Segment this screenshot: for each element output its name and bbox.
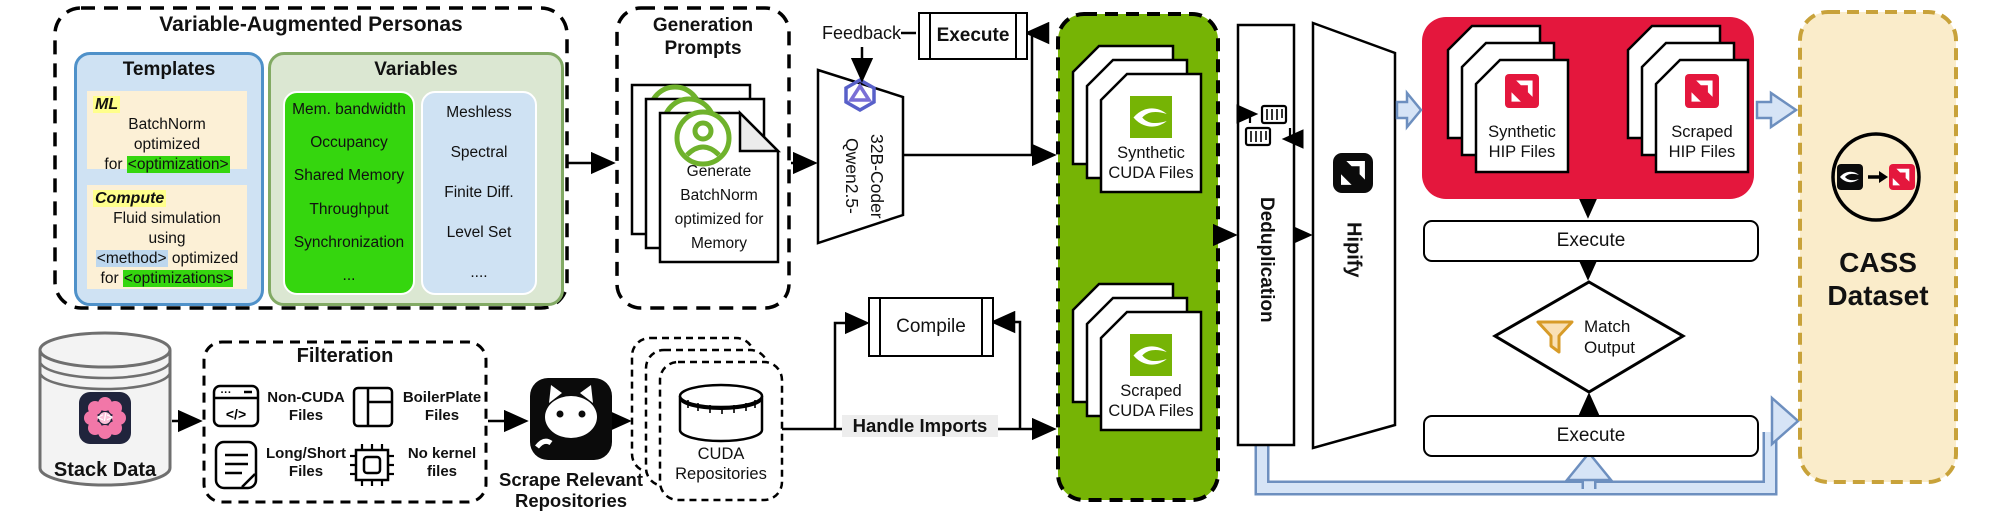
nvidia-logo-icon xyxy=(1130,334,1172,376)
template-tag-ml: ML xyxy=(93,96,121,113)
cass-box xyxy=(1798,10,1958,484)
band-arrowhead-cass xyxy=(1770,395,1800,447)
stack-code-glyph: </> xyxy=(97,412,113,424)
deduplication-label: Deduplication xyxy=(1256,197,1277,323)
arrow-hipify-to-hip xyxy=(1395,89,1423,131)
list-item: Finite Diff. xyxy=(444,184,514,201)
prompt-document-text: Generate BatchNorm optimized for Memory xyxy=(674,163,764,252)
qwen-model-label: Qwen2.5- 32B-Coder xyxy=(842,133,887,219)
hipify-label: Hipify xyxy=(1342,222,1365,278)
templates-title: Templates xyxy=(122,59,216,80)
match-output-diamond xyxy=(1492,280,1686,394)
amd-logo-icon xyxy=(1505,74,1539,108)
nvidia-logo-icon xyxy=(1130,96,1172,138)
template-card-compute: Compute Fluid simulation using <method> … xyxy=(87,185,247,289)
deduplication-box xyxy=(1236,23,1296,447)
synthetic-cuda-label: Synthetic CUDA Files xyxy=(1108,144,1194,182)
qwen-logo-icon xyxy=(844,77,876,113)
execute-label: Execute xyxy=(936,25,1010,46)
amd-logo-icon xyxy=(1685,74,1719,108)
execute-upper-box: Execute xyxy=(1423,220,1759,262)
cass-dataset-title: CASS Dataset xyxy=(1827,247,1929,311)
arrow-hip-to-cass xyxy=(1755,90,1799,130)
list-item: Level Set xyxy=(446,224,512,241)
scrape-repositories-label: Scrape Relevant Repositories xyxy=(499,469,643,511)
prompt-documents xyxy=(630,83,782,264)
no-kernel-files-icon xyxy=(350,444,394,486)
cuda-repositories-label: CUDA Repositories xyxy=(675,445,767,483)
compile-box: Compile xyxy=(868,297,994,357)
feedback-band xyxy=(1254,395,1800,496)
stack-data-database xyxy=(38,331,172,487)
scraped-hip-stack xyxy=(1626,24,1750,174)
variables-green-list: Mem. bandwidth Occupancy Shared Memory T… xyxy=(283,91,415,295)
list-item: Mem. bandwidth xyxy=(292,100,406,118)
funnel-icon xyxy=(1536,320,1574,354)
execute-label: Execute xyxy=(1556,230,1626,251)
handle-imports-label: Handle Imports xyxy=(842,415,998,437)
optimizations-placeholder: <optimizations> xyxy=(122,270,234,287)
variables-blue-list: Meshless Spectral Finite Diff. Level Set… xyxy=(421,91,537,295)
list-item: Occupancy xyxy=(310,133,388,151)
execute-label: Execute xyxy=(1556,425,1626,446)
cuda-repositories xyxy=(630,336,784,502)
filter-item-label: Non-CUDA Files xyxy=(267,389,345,424)
scraped-cuda-label: Scraped CUDA Files xyxy=(1108,382,1194,420)
page-fold xyxy=(738,109,782,153)
filteration-title: Filteration xyxy=(296,345,394,367)
list-item: Synchronization xyxy=(293,233,405,251)
flow-arrows xyxy=(1395,89,1799,131)
text: for xyxy=(104,156,127,173)
method-placeholder: <method> xyxy=(95,250,168,267)
cass-translate-icon xyxy=(1831,132,1921,222)
long-short-files-icon xyxy=(214,440,258,490)
template-card-ml: ML BatchNorm optimized for <optimization… xyxy=(87,91,247,173)
list-item: .... xyxy=(470,264,488,281)
list-item: Shared Memory xyxy=(293,167,405,185)
variables-panel: Variables Mem. bandwidth Occupancy Share… xyxy=(268,52,564,306)
compile-label: Compile xyxy=(896,316,966,337)
execute-lower-box: Execute xyxy=(1423,415,1759,457)
stack-data-label: Stack Data xyxy=(53,459,157,481)
hipify-shape xyxy=(1311,21,1397,450)
template-text: for <optimizations> xyxy=(93,269,241,289)
feedback-label: Feedback xyxy=(822,23,902,43)
filteration-box xyxy=(202,340,488,504)
filter-item-label: No kernel files xyxy=(407,445,477,480)
variables-title: Variables xyxy=(374,59,458,80)
template-text: BatchNorm optimized xyxy=(128,116,206,153)
list-item: Spectral xyxy=(450,144,508,161)
templates-panel: Templates ML BatchNorm optimized for <op… xyxy=(74,52,264,306)
filter-item-label: BoilerPlate Files xyxy=(402,389,482,424)
github-icon xyxy=(530,378,612,460)
template-text: <method> optimized xyxy=(93,249,241,269)
generation-prompts-title: Generation Prompts xyxy=(652,15,754,59)
stack-flower-icon xyxy=(79,392,131,444)
personas-title: Variable-Augmented Personas xyxy=(159,13,463,36)
boilerplate-files-icon xyxy=(352,386,394,428)
list-item: Throughput xyxy=(309,200,389,218)
text: for xyxy=(100,270,123,287)
non-cuda-files-icon: ··· </> xyxy=(212,384,260,428)
template-text: for <optimization> xyxy=(93,155,241,175)
filter-item-label: Long/Short Files xyxy=(266,445,346,480)
svg-text:</>: </> xyxy=(226,406,246,422)
band-arrowhead-execute xyxy=(1564,451,1614,482)
match-output-label: Match Output xyxy=(1584,317,1636,357)
template-text: Fluid simulation using xyxy=(113,210,221,247)
execute-feedback-box: Execute xyxy=(918,12,1028,60)
text: optimized xyxy=(167,250,239,267)
scraped-hip-label: Scraped HIP Files xyxy=(1668,123,1736,161)
template-tag-compute: Compute xyxy=(93,190,167,207)
list-item: ... xyxy=(342,267,356,285)
optimization-placeholder: <optimization> xyxy=(126,156,230,173)
deduplication-icon xyxy=(1236,104,1304,149)
svg-text:···: ··· xyxy=(221,387,232,399)
synthetic-hip-label: Synthetic HIP Files xyxy=(1488,123,1556,161)
hipify-rocm-icon xyxy=(1333,153,1373,193)
list-item: Meshless xyxy=(446,104,512,121)
persona-icon xyxy=(674,109,732,167)
repos-database-icon xyxy=(678,383,764,443)
